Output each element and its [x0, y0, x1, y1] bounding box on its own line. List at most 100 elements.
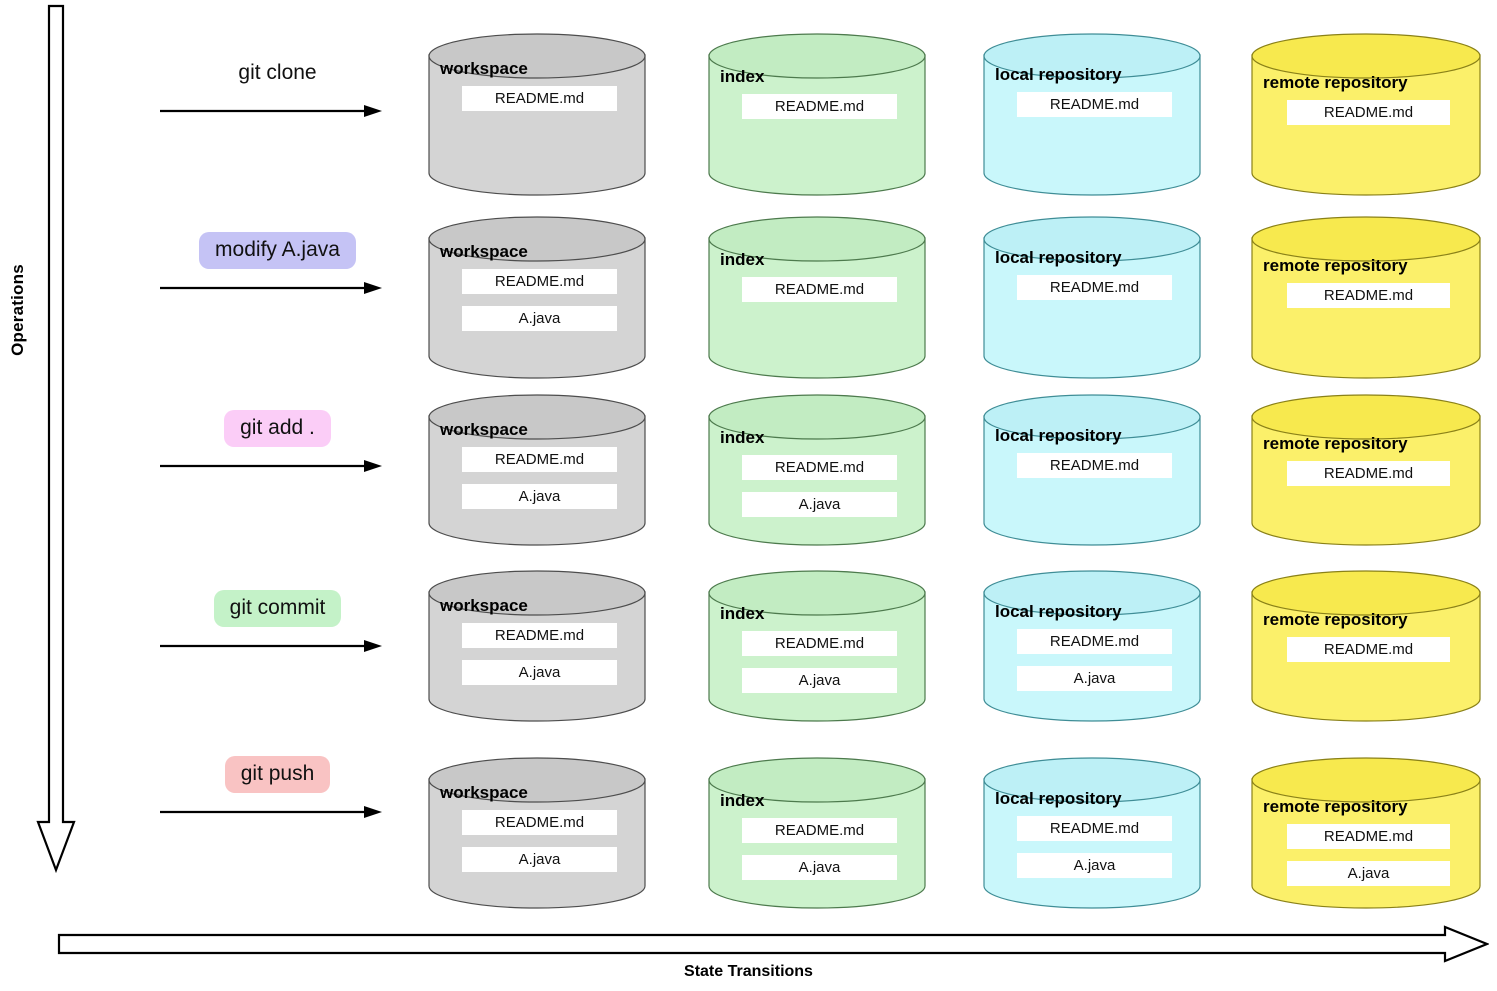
cylinder-title-workspace: workspace	[440, 242, 528, 261]
file-chip[interactable]: README.md	[1287, 100, 1450, 125]
file-chip[interactable]: README.md	[1287, 461, 1450, 486]
cylinder-title-local: local repository	[995, 789, 1122, 808]
cylinder-title-remote: remote repository	[1263, 256, 1408, 275]
file-chip[interactable]: README.md	[462, 86, 617, 111]
file-chip[interactable]: README.md	[1017, 275, 1172, 300]
cylinder-shape-local	[983, 33, 1201, 196]
file-chip[interactable]: A.java	[742, 492, 897, 517]
cylinder-shape-local	[983, 216, 1201, 379]
file-chip[interactable]: README.md	[742, 94, 897, 119]
cylinder-title-workspace: workspace	[440, 420, 528, 439]
cylinder-title-remote: remote repository	[1263, 73, 1408, 92]
cylinder-title-index: index	[720, 67, 765, 86]
file-chip[interactable]: README.md	[1017, 453, 1172, 478]
file-chip[interactable]: README.md	[1287, 824, 1450, 849]
file-chip[interactable]: README.md	[462, 269, 617, 294]
transition-arrow-shape	[160, 640, 382, 653]
file-chip[interactable]: A.java	[1287, 861, 1450, 886]
transition-arrow	[160, 104, 395, 118]
file-chip[interactable]: README.md	[462, 810, 617, 835]
transition-arrow-shape	[160, 460, 382, 473]
transition-arrow	[160, 281, 395, 295]
cylinder-title-remote: remote repository	[1263, 434, 1408, 453]
transition-arrow-shape	[160, 806, 382, 819]
cylinder-title-remote: remote repository	[1263, 610, 1408, 629]
file-chip[interactable]: README.md	[1287, 637, 1450, 662]
cylinder-title-index: index	[720, 791, 765, 810]
cylinder-shape-local	[983, 394, 1201, 546]
operation-row-3: git commit	[160, 590, 395, 653]
operation-label-modify-a-java[interactable]: modify A.java	[199, 232, 356, 270]
file-chip[interactable]: README.md	[742, 631, 897, 656]
file-chip[interactable]: A.java	[462, 660, 617, 685]
cylinder-title-index: index	[720, 428, 765, 447]
operations-axis-label: Operations	[8, 264, 27, 356]
transition-arrow	[160, 805, 395, 819]
file-chip[interactable]: A.java	[742, 668, 897, 693]
file-chip[interactable]: README.md	[1017, 816, 1172, 841]
file-chip[interactable]: README.md	[742, 277, 897, 302]
file-chip[interactable]: A.java	[1017, 853, 1172, 878]
cylinder-title-index: index	[720, 250, 765, 269]
state-transitions-axis-label: State Transitions	[684, 963, 813, 980]
file-chip[interactable]: README.md	[742, 818, 897, 843]
cylinder-shape-index	[708, 33, 926, 196]
file-chip[interactable]: A.java	[742, 855, 897, 880]
operations-axis	[36, 4, 76, 876]
file-chip[interactable]: README.md	[1017, 629, 1172, 654]
transition-arrow	[160, 459, 395, 473]
file-chip[interactable]: README.md	[462, 447, 617, 472]
operation-label-git-add[interactable]: git add .	[224, 410, 331, 448]
file-chip[interactable]: README.md	[462, 623, 617, 648]
transition-arrow	[160, 639, 395, 653]
file-chip[interactable]: README.md	[1287, 283, 1450, 308]
file-chip[interactable]: A.java	[1017, 666, 1172, 691]
state-transitions-axis	[57, 925, 1489, 963]
file-chip[interactable]: README.md	[1017, 92, 1172, 117]
file-chip[interactable]: README.md	[742, 455, 897, 480]
operations-arrow-shape	[36, 4, 76, 874]
cylinder-shape-index	[708, 216, 926, 379]
transition-arrow-shape	[160, 282, 382, 295]
operation-row-0: git clone	[160, 55, 395, 118]
operation-row-4: git push	[160, 756, 395, 819]
operation-label-git-clone[interactable]: git clone	[238, 61, 317, 84]
cylinder-title-local: local repository	[995, 65, 1122, 84]
file-chip[interactable]: A.java	[462, 847, 617, 872]
cylinder-title-workspace: workspace	[440, 783, 528, 802]
file-chip[interactable]: A.java	[462, 484, 617, 509]
state-transitions-arrow-shape	[57, 925, 1489, 963]
file-chip[interactable]: A.java	[462, 306, 617, 331]
operation-label-git-commit[interactable]: git commit	[213, 590, 342, 628]
operation-row-2: git add .	[160, 410, 395, 473]
cylinder-title-local: local repository	[995, 248, 1122, 267]
cylinder-title-index: index	[720, 604, 765, 623]
cylinder-title-local: local repository	[995, 602, 1122, 621]
cylinder-shape-workspace	[428, 216, 646, 379]
operation-label-git-push[interactable]: git push	[224, 756, 331, 794]
cylinder-shape-workspace	[428, 33, 646, 196]
transition-arrow-shape	[160, 105, 382, 118]
cylinder-title-local: local repository	[995, 426, 1122, 445]
